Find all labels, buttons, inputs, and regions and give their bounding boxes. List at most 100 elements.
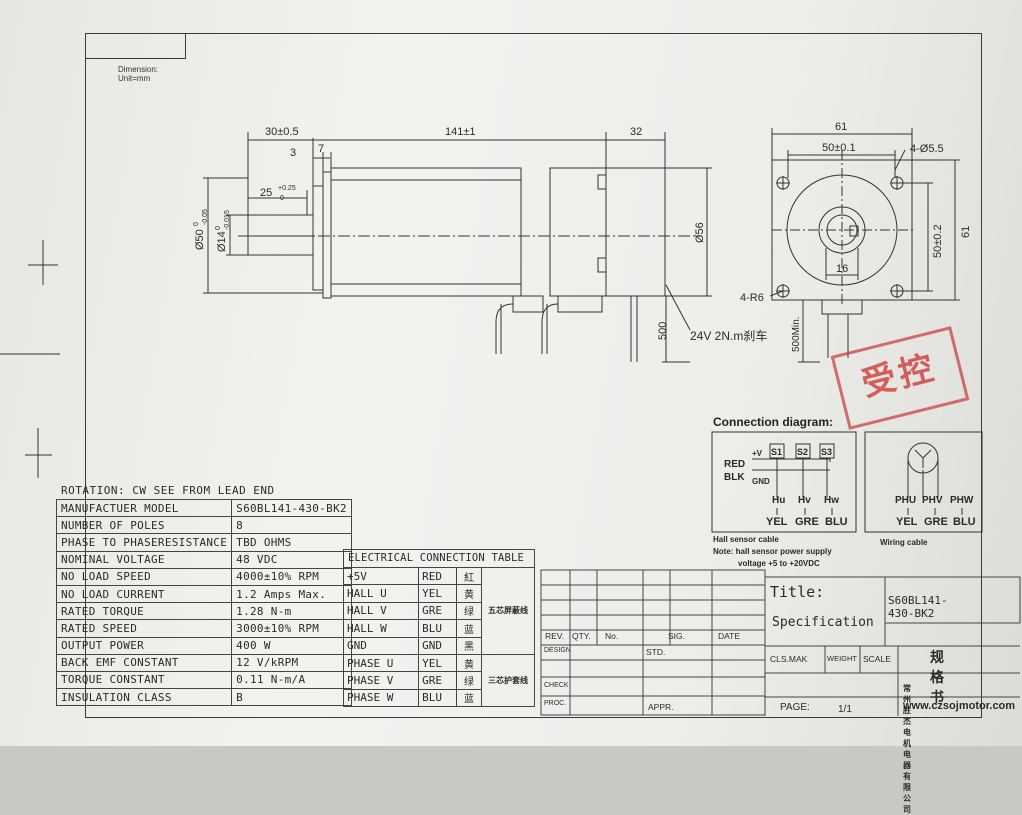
- tb-sig: SIG.: [668, 631, 686, 641]
- dim-32: 32: [630, 126, 642, 138]
- electrical-cell-b: YEL: [418, 584, 457, 603]
- dia-14: Ø14: [216, 231, 228, 252]
- conn-blu: BLU: [825, 516, 848, 528]
- spec-key: RATED SPEED: [55, 619, 233, 638]
- dim-25-tol: +0.25: [278, 185, 296, 192]
- spec-value: 3000±10% RPM: [231, 619, 352, 638]
- electrical-cell-c: 紅: [456, 566, 482, 586]
- conn-gnd: GND: [752, 477, 770, 486]
- conn-phw: PHW: [950, 495, 974, 506]
- electrical-cell-a: PHASE U: [342, 653, 420, 673]
- conn-phv: PHV: [922, 495, 943, 506]
- spec-value: 12 V/kRPM: [231, 653, 352, 672]
- electrical-cell-c: 黄: [456, 653, 482, 673]
- dia-14-tol: -0.015: [224, 210, 231, 230]
- dimension-line1: Dimension:: [118, 65, 159, 74]
- conn-s1: S1: [771, 447, 782, 457]
- electrical-cell-a: HALL W: [342, 619, 420, 638]
- conn-hv: Hv: [798, 495, 811, 506]
- tb-proc: PROC.: [544, 700, 567, 707]
- front-dim-61: 61: [835, 121, 847, 133]
- conn-wiring-cable: Wiring cable: [880, 538, 928, 547]
- group-sheathed-cable: 三芯护套线: [481, 653, 535, 708]
- tb-std: STD.: [646, 647, 666, 657]
- dim-30: 30±0.5: [265, 126, 299, 138]
- conn-blu2: BLU: [953, 516, 976, 528]
- front-dim-16: 16: [836, 263, 848, 275]
- electrical-cell-b: YEL: [418, 653, 457, 673]
- dim-25: 25: [260, 187, 272, 199]
- front-dim-50: 50±0.1: [822, 142, 856, 154]
- tb-model: S60BL141-430-BK2: [888, 594, 948, 620]
- electrical-header: ELECTRICAL CONNECTION TABLE: [343, 549, 535, 567]
- electrical-cell-b: RED: [418, 566, 457, 586]
- electrical-cell-a: +5V: [342, 566, 420, 586]
- electrical-cell-c: 绿: [456, 601, 482, 621]
- spec-value: 1.2 Amps Max.: [231, 584, 352, 604]
- electrical-cell-c: 黄: [456, 584, 482, 603]
- front-dim-61-side: 61: [960, 226, 972, 238]
- spec-key: TORQUE CONSTANT: [55, 670, 233, 690]
- conn-note2: voltage +5 to +20VDC: [738, 559, 820, 568]
- tb-qty: QTY.: [572, 631, 591, 641]
- spec-key: NO LOAD CURRENT: [55, 584, 233, 604]
- conn-note1: Note: hall sensor power supply: [713, 547, 832, 556]
- tb-cls-mak: CLS.MAK: [770, 654, 808, 664]
- electrical-cell-c: 蓝: [456, 688, 482, 708]
- spec-key: RATED TORQUE: [55, 602, 233, 621]
- electrical-cell-b: BLU: [418, 619, 457, 638]
- spec-table: ROTATION: CW SEE FROM LEAD END MANUFACTU…: [55, 482, 352, 707]
- group-shielded-cable: 五芯屏蔽线: [481, 567, 535, 655]
- tb-spec-cn: 规 格 书: [930, 649, 947, 705]
- dim-7: 7: [318, 143, 324, 155]
- conn-hw: Hw: [824, 495, 839, 506]
- conn-gre: GRE: [795, 516, 819, 528]
- dim-25-tol2: 0: [280, 195, 284, 202]
- spec-key: NUMBER OF POLES: [55, 516, 233, 535]
- conn-yel2: YEL: [896, 516, 918, 528]
- conn-hall-cable: Hall sensor cable: [713, 535, 779, 544]
- spec-value: 48 VDC: [231, 550, 352, 569]
- electrical-cell-a: HALL U: [342, 584, 420, 603]
- dia-50-tol0: 0: [193, 222, 200, 226]
- electrical-cell-b: GND: [418, 636, 457, 655]
- dia-50-tol: -0.05: [202, 209, 209, 225]
- tb-page-label: PAGE:: [780, 702, 810, 713]
- conn-s2: S2: [797, 447, 808, 457]
- conn-blk: BLK: [724, 472, 745, 483]
- conn-red: RED: [724, 459, 745, 470]
- lead-500: 500: [657, 322, 669, 340]
- front-lead-500min: 500Min.: [791, 316, 802, 352]
- tb-appr: APPR.: [648, 702, 674, 712]
- conn-hu: Hu: [772, 495, 785, 506]
- tb-title-value: Specification: [772, 615, 874, 630]
- electrical-cell-b: GRE: [418, 601, 457, 621]
- conn-phu: PHU: [895, 495, 916, 506]
- spec-key: MANUFACTUER MODEL: [55, 498, 233, 518]
- dimension-line2: Unit=mm: [118, 74, 151, 83]
- drawing-frame: [85, 33, 982, 718]
- spec-key: INSULATION CLASS: [55, 688, 233, 707]
- brake-note: 24V 2N.m刹车: [690, 328, 767, 343]
- spec-key: BACK EMF CONSTANT: [55, 653, 233, 672]
- front-holes: 4-Ø5.5: [910, 143, 944, 155]
- dia-56: Ø56: [694, 222, 706, 243]
- spec-key: NO LOAD SPEED: [55, 567, 233, 586]
- dimension-note: Dimension: Unit=mm: [118, 65, 158, 83]
- spec-value: 1.28 N-m: [231, 602, 352, 621]
